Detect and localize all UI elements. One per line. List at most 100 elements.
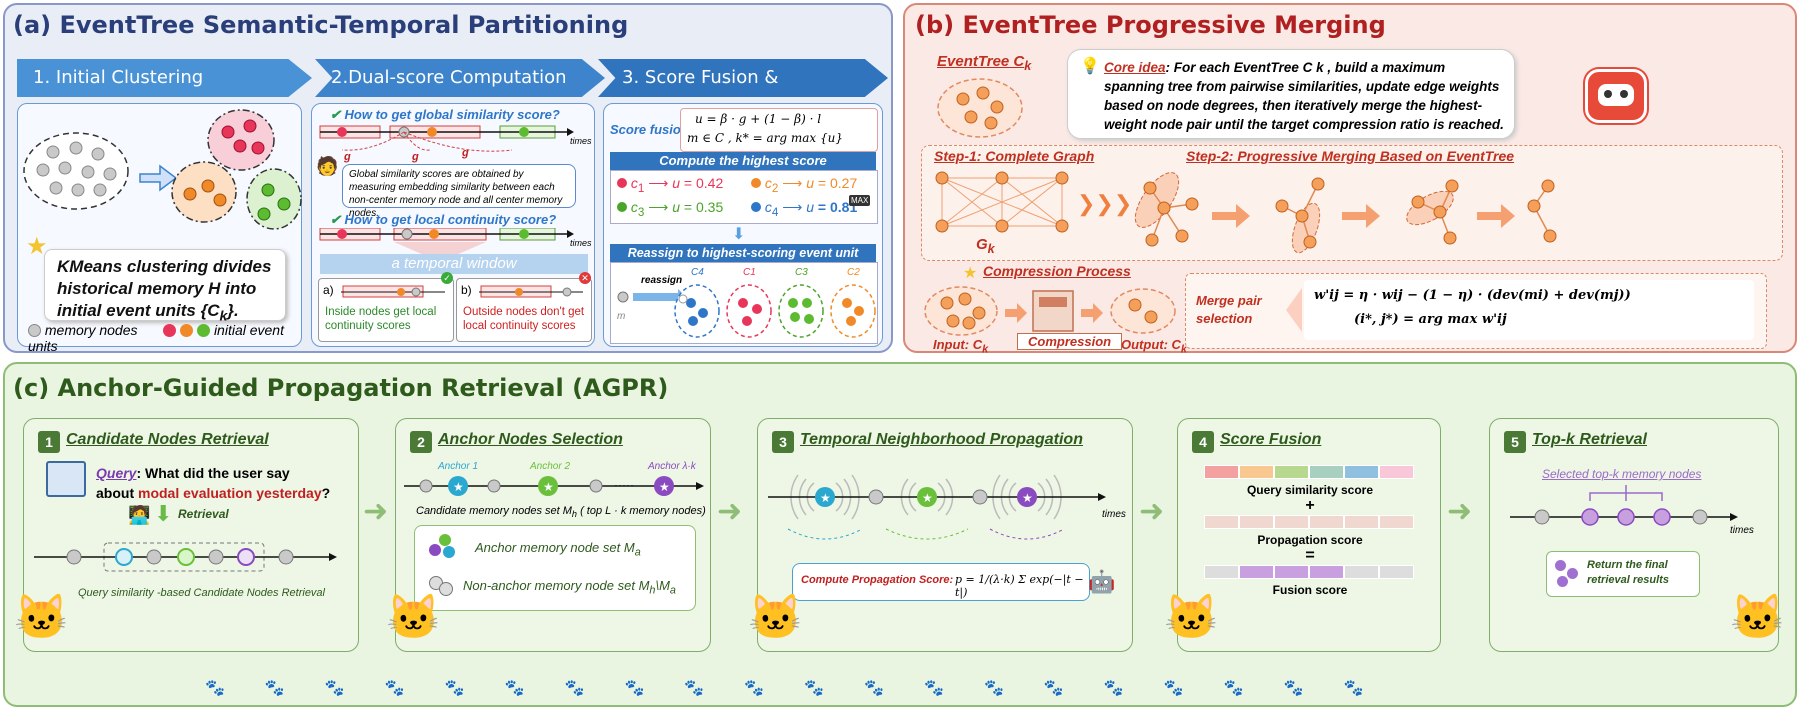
cat-icon-1: 🐱 [14,593,69,642]
stage-candidate-retrieval: 1 Candidate Nodes Retrieval Query: What … [14,418,359,652]
merge-formula-2: (i*, j*) = arg max w'ij [1354,312,1507,327]
c1-label: c [630,175,638,191]
candidate-set-end: ( top L · k memory nodes) [577,505,706,517]
stage-anchor-selection: 2 Anchor Nodes Selection Anchor 1 Anchor… [386,418,711,652]
inside-label: a) [323,283,334,297]
local-question-text: How to get local continuity score? [344,212,557,227]
fusion-formula-2: m ∈ C , k* = arg max {u} [687,131,843,145]
plus-sign: + [1305,497,1315,514]
merge-pair-box: Merge pair selection w'ij = η · wij − (1… [1185,273,1767,349]
local-timeline [319,228,574,262]
query-text-3: modal evaluation yesterday [138,485,322,501]
anchor-1-label: Anchor 1 [438,461,479,472]
x-badge-icon: ✕ [579,272,591,284]
reassign-label: reassign [641,275,683,286]
anchor-lk-label: Anchor λ·k [648,461,696,472]
query-text-4: ? [321,485,331,501]
clustering-diagram [23,109,302,230]
svg-text:g: g [461,147,469,159]
c1-sub: 1 [637,181,645,195]
candidate-set-label: Candidate memory nodes set Mh ( top L · … [416,505,706,520]
step-initial-clustering: 1. Initial Clustering [17,59,312,97]
svg-text:g: g [343,151,351,163]
input-label: Input: Ck [933,337,989,356]
output-label-text: Output: C [1121,337,1181,352]
candidate-set-text: Candidate memory nodes set M [416,505,572,517]
person-icon: 🧑 [316,156,339,176]
svg-text:★: ★ [820,491,831,505]
legend-green-icon [197,324,211,337]
svg-text:g: g [411,151,419,163]
c2-score: = 0.27 [817,175,858,191]
stage-3-title: Temporal Neighborhood Propagation [800,431,1083,448]
scores-grid: c1 ⟶ u = 0.42 c2 ⟶ u = 0.27 c3 ⟶ u = 0.3… [610,170,878,224]
reassign-area: reassign m C4 C1 C3 C2 [610,262,878,344]
paw-prints-decoration: 🐾🐾🐾🐾🐾🐾🐾🐾🐾🐾🐾🐾🐾🐾🐾🐾🐾🐾🐾🐾 [205,680,1404,697]
check-icon: ✔ [330,107,341,122]
nonanchor-set-label: Non-anchor memory node set Mh\Ma [463,578,676,597]
merge-pair-label: Merge pair selection [1196,293,1262,326]
retrieval-label: Retrieval [178,507,229,521]
stage-2-number: 2 [410,431,432,453]
stage-propagation: 3 Temporal Neighborhood Propagation ★ ★ … [748,418,1133,652]
svg-text:★: ★ [659,480,670,494]
times-label-c5: times [1730,525,1754,536]
cluster-label-c1: C1 [743,267,756,278]
propagation-formula-label: Compute Propagation Score: [801,574,954,586]
gk-label: Gk [976,236,995,256]
outside-box: ✕ b) Outside nodes don't get local conti… [456,272,592,342]
query-sim-label: Query similarity score [1246,483,1374,497]
anchor-set-label: Anchor memory node set Ma [475,540,641,559]
check-badge-icon: ✓ [441,272,453,284]
stage-1-title: Candidate Nodes Retrieval [66,431,269,448]
stage-arrow-4: ➜ [1447,495,1473,528]
topk-timeline [1510,485,1738,526]
stage-5-title: Top-k Retrieval [1532,431,1647,448]
merging-diagram: ❯❯❯ [935,171,1557,254]
c3-label: c [630,199,638,215]
reassign-diagram [617,284,876,338]
propagation-diagram: ★ ★ ★ [768,474,1106,540]
reassign-header: Reassign to highest-scoring event unit [610,244,876,262]
stage-arrow-2: ➜ [717,495,743,528]
stage-2-title: Anchor Nodes Selection [438,431,623,448]
fusion-formula-box: u = β · g + (1 − β) · l m ∈ C , k* = arg… [680,108,878,152]
step1-label: Step-1: Complete Graph [934,148,1095,164]
compute-highest-header: Compute the highest score [610,152,876,170]
fusion-bar [1204,565,1414,579]
times-label-1: times [570,136,592,146]
prop-score-label: Propagation score [1257,533,1363,547]
initial-clustering-box: ★ KMeans clustering divides historical m… [17,103,302,354]
legend-memory-nodes: memory nodes [44,322,138,338]
result-box: Return the final retrieval results [1546,551,1700,597]
shooting-star-icon: ★ [26,233,48,260]
compression-process-label: Compression Process [983,263,1131,279]
times-label-2: times [570,238,592,248]
stage-1-number: 1 [38,431,60,453]
inside-box: ✓ a) Inside nodes get local continuity s… [318,272,454,342]
nonanchor-set-icon [429,574,457,598]
global-question-text: How to get global similarity score? [344,107,560,122]
global-timeline: g g g [319,125,574,163]
fusion-formula-1: u = β · g + (1 − β) · l [695,112,822,126]
node-set-box: Anchor memory node set Ma Non-anchor mem… [414,525,696,611]
step2-label: Step-2: Progressive Merging Based on Eve… [1186,148,1515,164]
anchor-timeline: ★ ★ ····· ★ [404,476,704,496]
input-label-text: Input: C [933,337,983,352]
check-icon-2: ✔ [330,212,341,227]
score-fusion-label: Score fusion [610,122,689,137]
stage-topk: 5 Top-k Retrieval Selected top-k memory … [1489,418,1785,652]
temporal-window-label: a temporal window [320,254,588,274]
query-text-2: about [96,485,138,501]
c4-score: = 0.81 [817,199,858,215]
mj-label: m [617,311,626,322]
times-label-c3: times [1102,509,1126,520]
robot-icon [1585,69,1647,123]
c2-dot-icon [751,178,761,188]
svg-text:★: ★ [453,480,464,494]
cluster-label-c4: C4 [691,267,704,278]
score-row-c1: c1 ⟶ u = 0.42 [617,175,723,195]
cat-icon-4: 🐱 [1164,593,1219,642]
step-graph-box: Step-1: Complete Graph Step-2: Progressi… [921,145,1783,261]
panel-b: (b) EventTree Progressive Merging EventT… [903,3,1797,356]
